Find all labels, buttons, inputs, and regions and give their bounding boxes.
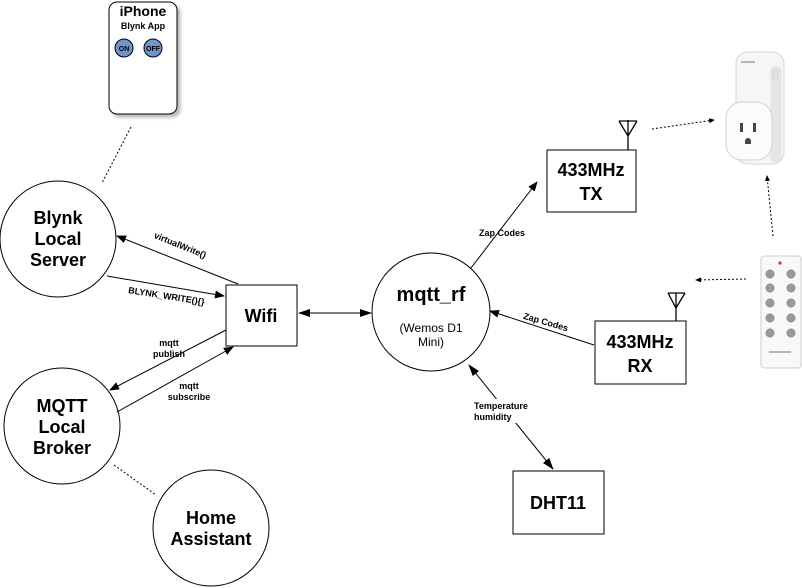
mqtt-subscribe-label-1: mqtt — [179, 381, 199, 391]
home-assistant-line1: Home — [186, 508, 236, 528]
on-button[interactable] — [114, 38, 134, 58]
blynk-write-arrow — [106, 275, 225, 299]
zap-rx-label: Zap Codes — [522, 311, 569, 333]
virtualwrite-arrow — [116, 235, 239, 285]
zap-to-tx-arrow — [470, 181, 538, 269]
mqtt-publish-label-2: publish — [153, 349, 185, 359]
mqtt-rf-sub2: Mini) — [418, 335, 444, 349]
rx-antenna-icon — [667, 292, 686, 321]
tx-line1: 433MHz — [557, 160, 624, 180]
mqtt-broker-line2: Local — [38, 417, 85, 437]
broker-ha-connector — [113, 464, 157, 496]
remote-to-rx-signal — [695, 277, 747, 283]
zap-tx-label: Zap Codes — [479, 228, 525, 238]
blynk-local-server-node: Blynk Local Server — [0, 180, 117, 298]
blynk-write-label: BLYNK_WRITE(){} — [128, 285, 206, 307]
tx-node: 433MHz TX — [546, 149, 637, 213]
mqtt-subscribe-label-2: subscribe — [168, 392, 211, 402]
home-assistant-line2: Assistant — [170, 529, 251, 549]
temp-label-2: humidity — [474, 412, 512, 422]
remote-to-plug-signal — [765, 175, 774, 237]
rf-outlet-plug-icon — [725, 51, 785, 165]
rx-line2: RX — [627, 356, 652, 376]
tx-line2: TX — [579, 184, 602, 204]
rx-line1: 433MHz — [606, 332, 673, 352]
temp-label-bg — [472, 399, 540, 423]
blynk-server-line3: Server — [30, 250, 86, 270]
mqtt-rf-title: mqtt_rf — [397, 284, 466, 306]
blynk-app-label: Blynk App — [121, 21, 166, 31]
mqtt-rf-node: mqtt_rf (Wemos D1 Mini) — [371, 252, 491, 372]
dht11-label: DHT11 — [530, 493, 586, 513]
tx-to-plug-signal — [651, 118, 715, 130]
on-button-label: ON — [119, 46, 130, 53]
zap-from-rx-arrow — [489, 309, 595, 346]
mqtt-publish-label-1: mqtt — [159, 338, 179, 348]
virtualwrite-label: virtualWrite() — [153, 230, 208, 260]
blynk-server-line2: Local — [34, 229, 81, 249]
iphone-device: iPhone Blynk App ON OFF — [108, 1, 178, 115]
temp-label-1: Temperature — [474, 401, 528, 411]
off-button[interactable] — [143, 38, 163, 58]
iphone-title: iPhone — [120, 3, 167, 19]
mqtt-subscribe-arrow — [116, 346, 234, 413]
mqtt-broker-line1: MQTT — [37, 396, 88, 416]
home-assistant-node: Home Assistant — [152, 469, 270, 587]
tx-antenna-icon — [618, 120, 638, 150]
rf-remote-control-icon — [760, 255, 802, 369]
wifi-label: Wifi — [245, 306, 278, 326]
dht11-node: DHT11 — [512, 470, 605, 535]
rx-node: 433MHz RX — [594, 320, 687, 385]
phone-blynk-connector — [101, 126, 132, 184]
wifi-node: Wifi — [225, 284, 298, 347]
mqtt-local-broker-node: MQTT Local Broker — [3, 367, 121, 485]
mqtt-publish-arrow — [109, 329, 227, 391]
mqtt-rf-sub1: (Wemos D1 — [399, 321, 462, 335]
off-button-label: OFF — [146, 46, 161, 53]
mqtt-broker-line3: Broker — [33, 438, 91, 458]
blynk-server-line1: Blynk — [33, 208, 83, 228]
